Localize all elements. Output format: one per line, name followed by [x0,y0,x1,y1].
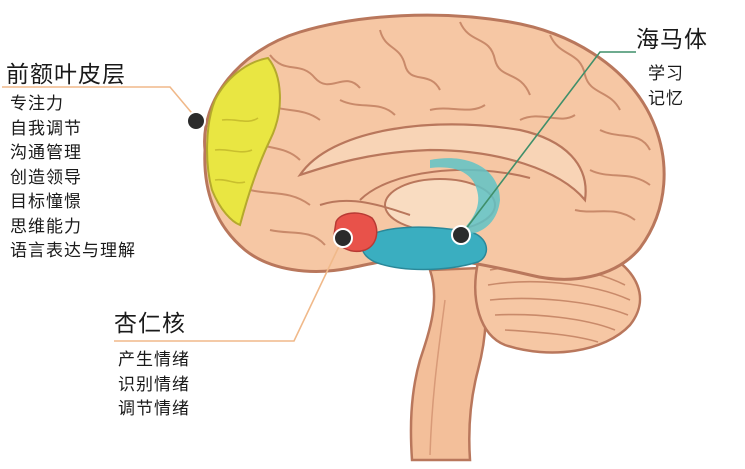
function-item: 思维能力 [10,216,82,237]
function-item: 自我调节 [10,118,82,139]
amygdala-function-list: 产生情绪 识别情绪 调节情绪 [118,348,190,422]
function-item: 创造领导 [10,167,82,188]
amygdala-marker [333,228,353,248]
hippocampus-marker [451,225,471,245]
function-item: 目标憧憬 [10,192,82,212]
amygdala-title: 杏仁核 [114,311,186,337]
function-item: 记忆 [648,88,684,109]
function-item: 调节情绪 [118,399,190,419]
prefrontal-leader [2,86,197,119]
brain-stem [409,266,488,462]
function-item: 产生情绪 [118,350,190,370]
function-item: 沟通管理 [10,143,82,163]
function-item: 学习 [648,64,684,84]
hippocampus-function-list: 学习 记忆 [648,62,684,111]
prefrontal-region [206,56,281,227]
function-item: 专注力 [10,94,64,114]
hippocampus-title: 海马体 [636,27,708,53]
hippocampus-leader [461,51,636,235]
function-item: 识别情绪 [118,374,190,395]
amygdala-leader [114,239,343,342]
prefrontal-function-list: 专注力 自我调节 沟通管理 创造领导 目标憧憬 思维能力 语言表达与理解 [10,92,136,264]
prefrontal-title: 前额叶皮层 [6,62,126,88]
function-item: 语言表达与理解 [10,241,136,261]
prefrontal-marker [186,111,206,131]
